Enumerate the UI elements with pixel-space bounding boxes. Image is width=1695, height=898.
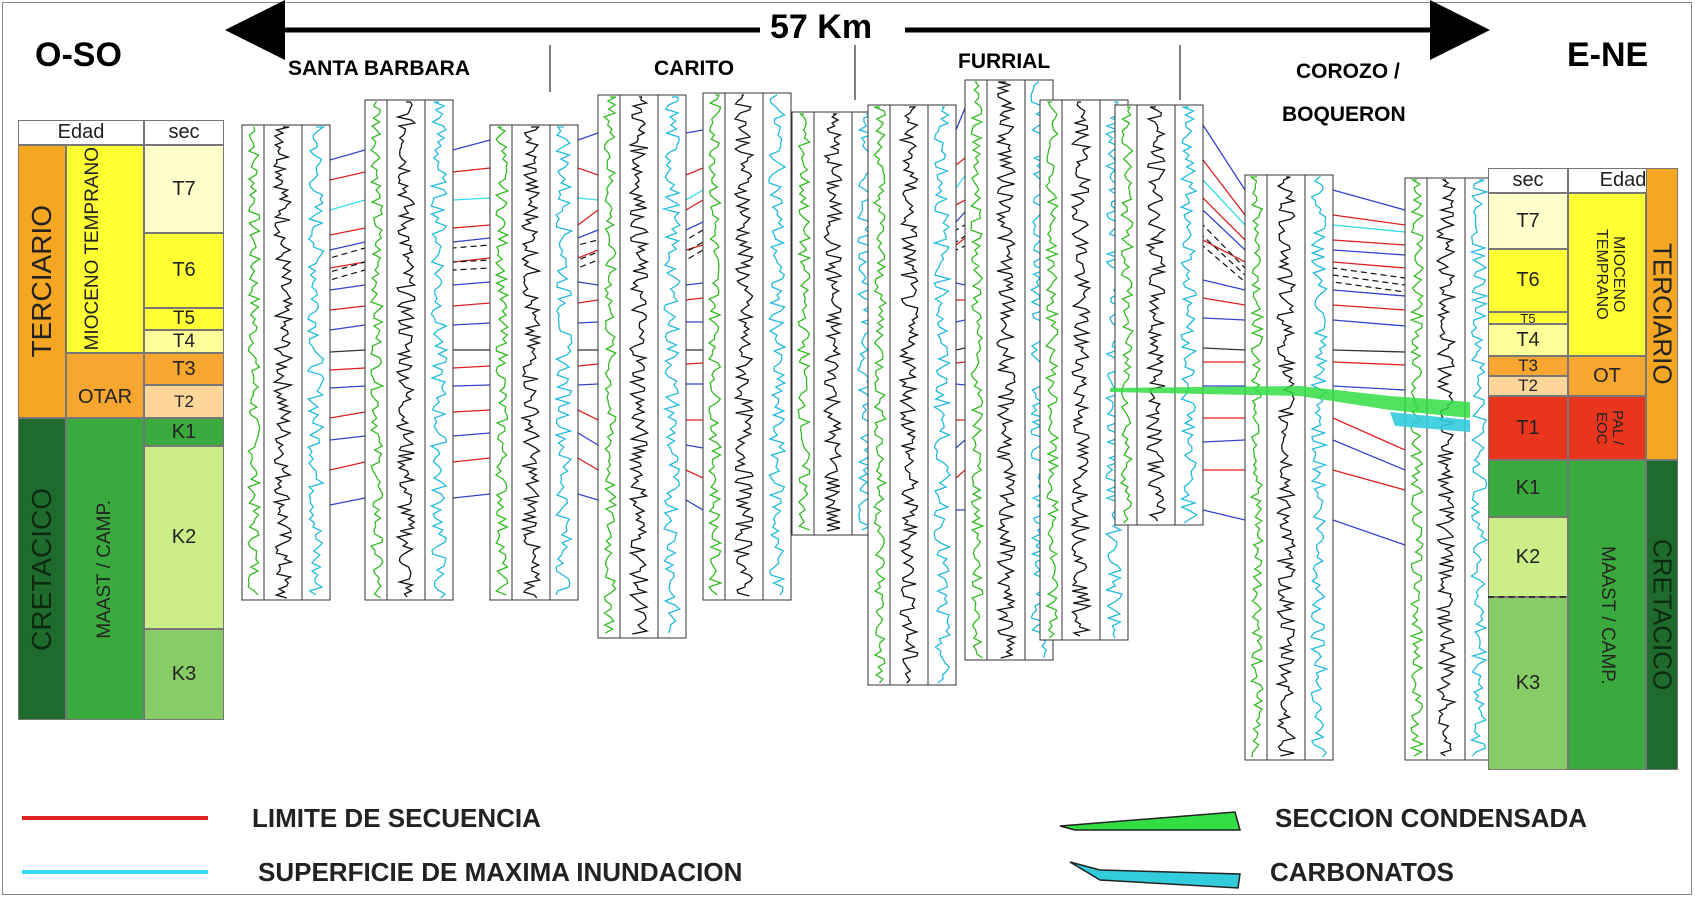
region-dividers (549, 45, 1181, 100)
right-seq-t3: T3 (1488, 356, 1568, 376)
left-age-maast-label: MAAST / CAMP. (94, 499, 115, 639)
well-log (597, 94, 687, 639)
right-age-mioceno: MIOCENO TEMPRANO (1568, 193, 1646, 356)
right-age-pal-label: PAL / EOC (1593, 410, 1626, 446)
right-seq-t1: T1 (1488, 396, 1568, 460)
well-log (791, 111, 881, 536)
legend-carbonates-label: CARBONATOS (1270, 857, 1454, 887)
right-age-maast: MAAST / CAMP. (1568, 460, 1646, 770)
legend-mfs-label: SUPERFICIE DE MAXIMA INUNDACION (258, 857, 743, 887)
east-label: E-NE (1567, 36, 1649, 74)
left-header-edad: Edad (18, 120, 144, 145)
well-log (489, 124, 579, 601)
right-age-pal: PAL / EOC (1568, 396, 1646, 460)
left-era-cretacico: CRETACICO (18, 418, 66, 720)
left-seq-k1: K1 (144, 418, 224, 446)
right-seq-t6: T6 (1488, 249, 1568, 312)
right-seq-t5: T5 (1488, 312, 1568, 324)
region-carito: CARITO (654, 57, 735, 80)
well-log (867, 104, 957, 686)
left-age-mioceno-label: MIOCENO TEMPRANO (82, 147, 103, 351)
well-log (1244, 174, 1334, 761)
well-logs (241, 79, 1494, 761)
left-seq-t2: T2 (144, 385, 224, 418)
left-seq-t3: T3 (144, 353, 224, 385)
region-boqueron: BOQUERON (1282, 103, 1406, 126)
well-log (364, 99, 454, 601)
left-age-maast: MAAST / CAMP. (66, 418, 144, 720)
right-header-sec: sec (1488, 168, 1568, 193)
left-seq-k2: K2 (144, 446, 224, 629)
region-corozo: COROZO / (1296, 60, 1400, 83)
well-log (1114, 104, 1204, 526)
right-era-cretacico: CRETACICO (1646, 460, 1678, 770)
left-era-cretacico-label: CRETACICO (26, 487, 57, 651)
legend-cyan-wedge (1069, 861, 1241, 889)
right-era-terciario: TERCIARIO (1646, 168, 1678, 460)
well-log (1404, 177, 1494, 761)
left-seq-k3: K3 (144, 629, 224, 720)
right-seq-t7: T7 (1488, 193, 1568, 249)
well-log (1039, 99, 1129, 641)
left-seq-t7: T7 (144, 145, 224, 233)
well-log (241, 124, 331, 601)
legend-green-wedge (1059, 811, 1241, 831)
region-santa-barbara: SANTA BARBARA (288, 57, 470, 80)
well-log (702, 92, 792, 601)
right-age-ot: OT (1568, 356, 1646, 396)
left-era-terciario-label: TERCIARIO (26, 205, 57, 358)
distance-label: 57 Km (770, 8, 873, 46)
right-era-cretacico-label: CRETACICO (1647, 539, 1678, 691)
right-age-maast-label: MAAST / CAMP. (1597, 545, 1618, 685)
legend-seq-limit-label: LIMITE DE SECUENCIA (252, 803, 541, 833)
left-header-sec: sec (144, 120, 224, 145)
right-seq-k2: K2 (1488, 517, 1568, 597)
west-label: O-SO (35, 36, 122, 74)
legend-graphics (22, 811, 1241, 889)
left-age-otar: OTAR (66, 353, 144, 418)
region-furrial: FURRIAL (958, 50, 1051, 73)
left-seq-t5: T5 (144, 308, 224, 330)
right-seq-t2: T2 (1488, 376, 1568, 396)
right-era-terciario-label: TERCIARIO (1647, 243, 1678, 385)
condensed-section-wedge (1110, 386, 1470, 432)
left-seq-t6: T6 (144, 233, 224, 308)
left-age-mioceno: MIOCENO TEMPRANO (66, 145, 144, 353)
right-seq-k3: K3 (1488, 597, 1568, 770)
right-seq-t4: T4 (1488, 324, 1568, 356)
right-seq-k1: K1 (1488, 460, 1568, 517)
right-age-mioceno-label: MIOCENO TEMPRANO (1593, 229, 1627, 320)
left-seq-t4: T4 (144, 330, 224, 353)
well-log (964, 79, 1054, 661)
legend-condensed-label: SECCION CONDENSADA (1275, 803, 1588, 833)
left-era-terciario: TERCIARIO (18, 145, 66, 418)
